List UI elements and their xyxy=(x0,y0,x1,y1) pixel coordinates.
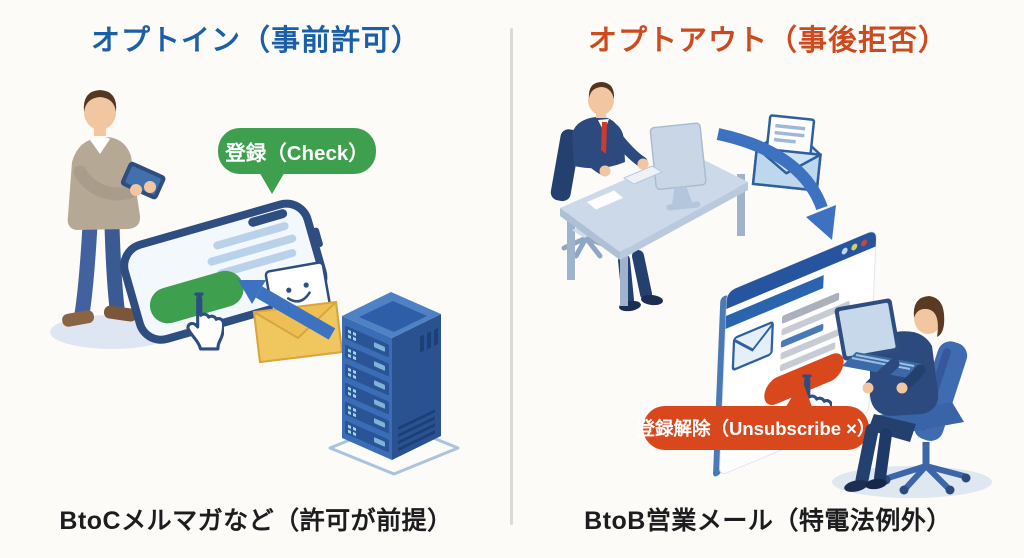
panel-divider xyxy=(510,28,513,525)
desk-leg xyxy=(737,174,745,236)
opt-in-title: オプトイン（事前許可） xyxy=(90,25,421,57)
desk-leg xyxy=(567,208,575,280)
paper-sheet xyxy=(585,189,625,211)
curved-arrow xyxy=(716,128,836,240)
browser-dot-icon xyxy=(851,243,858,251)
unsubscribe-button xyxy=(764,353,844,406)
opt-in-caption: BtoCメルマガなど（許可が前提） xyxy=(59,507,453,535)
svg-text:登録（Check）: 登録（Check） xyxy=(224,141,369,165)
mail-icon xyxy=(731,321,774,371)
office-worker-at-desk xyxy=(550,82,748,312)
person-with-smartphone xyxy=(50,90,174,349)
opt-out-title: オプトアウト（事後拒否） xyxy=(587,25,948,57)
delivery-arrow xyxy=(238,280,336,340)
businessman-on-chair-with-laptop xyxy=(832,296,992,498)
browser-dot-icon xyxy=(861,239,867,247)
browser-dot-icon xyxy=(841,247,848,255)
monitor-icon xyxy=(649,122,707,211)
browser-header xyxy=(726,232,876,309)
desk-leg xyxy=(620,242,628,306)
red-tie xyxy=(601,122,607,154)
laptop-icon xyxy=(834,298,922,378)
keyboard-icon xyxy=(622,165,664,185)
phone-notch xyxy=(248,209,288,227)
svg-text:登録解除（Unsubscribe ×）: 登録解除（Unsubscribe ×） xyxy=(635,418,875,439)
mail-server-icon xyxy=(328,292,460,476)
opt-out-caption: BtoB営業メール（特電法例外） xyxy=(584,507,952,535)
register-speech-bubble: 登録（Check） xyxy=(218,128,376,194)
opt-in-illustration: 登録（Check） xyxy=(50,90,460,476)
opt-out-illustration: 登録解除（Unsubscribe ×） xyxy=(550,82,992,498)
unsubscribe-speech-bubble: 登録解除（Unsubscribe ×） xyxy=(635,380,876,450)
